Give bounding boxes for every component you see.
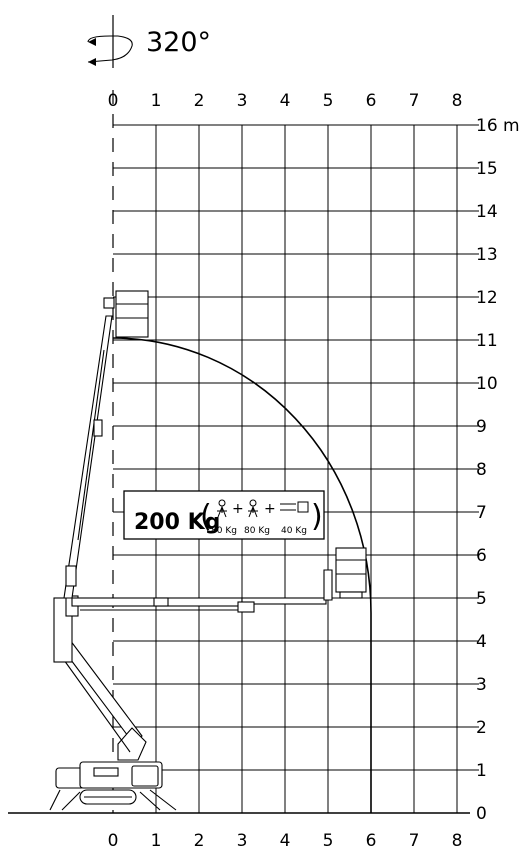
bracket-left: (	[200, 499, 212, 534]
y-tick: 6	[476, 546, 487, 566]
y-tick: 5	[476, 589, 487, 609]
raised-boom	[63, 315, 113, 599]
x-tick-top: 3	[237, 91, 248, 111]
y-tick: 11	[476, 331, 498, 351]
load-item-3-label: 40 Kg	[281, 526, 307, 536]
grid	[113, 124, 479, 813]
person-icon	[248, 499, 258, 518]
rotation-label: 320°	[146, 27, 211, 58]
x-tick-bottom: 7	[409, 831, 420, 851]
x-tick-bottom: 3	[237, 831, 248, 851]
load-item-1-label: 80 Kg	[211, 526, 237, 536]
x-tick-bottom: 2	[194, 831, 205, 851]
y-tick: 1	[476, 761, 487, 781]
y-tick: 13	[476, 245, 498, 265]
load-item-2-label: 80 Kg	[244, 526, 270, 536]
crawler-chassis	[49, 761, 177, 811]
x-tick-top: 7	[409, 91, 420, 111]
x-tick-top: 6	[366, 91, 377, 111]
lower-boom	[61, 639, 147, 761]
x-tick-top: 2	[194, 91, 205, 111]
y-tick: 9	[476, 417, 487, 437]
x-tick-bottom: 0	[108, 831, 119, 851]
y-tick: 12	[476, 288, 498, 308]
y-tick: 16 m	[476, 116, 520, 136]
y-tick: 0	[476, 804, 487, 824]
y-tick: 4	[476, 632, 487, 652]
x-tick-bottom: 8	[452, 831, 463, 851]
x-tick-top: 4	[280, 91, 291, 111]
x-tick-bottom: 4	[280, 831, 291, 851]
bracket-right: )	[311, 499, 323, 534]
x-tick-top: 1	[151, 91, 162, 111]
platform-raised	[103, 290, 149, 338]
tools-icon	[280, 501, 309, 513]
x-tick-top: 5	[323, 91, 334, 111]
svg-text:+: +	[264, 501, 276, 517]
y-tick: 10	[476, 374, 498, 394]
y-tick: 8	[476, 460, 487, 480]
load-total: 200 Kg	[134, 510, 220, 535]
y-tick: 7	[476, 503, 487, 523]
svg-text:+: +	[232, 501, 244, 517]
person-icon	[217, 499, 227, 518]
x-tick-top: 8	[452, 91, 463, 111]
x-tick-bottom: 6	[366, 831, 377, 851]
y-tick: 2	[476, 718, 487, 738]
x-tick-bottom: 5	[323, 831, 334, 851]
platform-horizontal	[335, 547, 367, 599]
rotation-arrows-icon	[87, 15, 133, 68]
load-capacity-box: 200 Kg ( ) + + 80 Kg 80 Kg 40 Kg	[123, 490, 325, 540]
y-tick: 3	[476, 675, 487, 695]
y-tick: 15	[476, 159, 498, 179]
horizontal-boom	[71, 569, 333, 613]
y-tick: 14	[476, 202, 498, 222]
x-tick-bottom: 1	[151, 831, 162, 851]
x-axis-bottom: 0 1 2 3 4 5 6 7 8	[108, 831, 463, 851]
